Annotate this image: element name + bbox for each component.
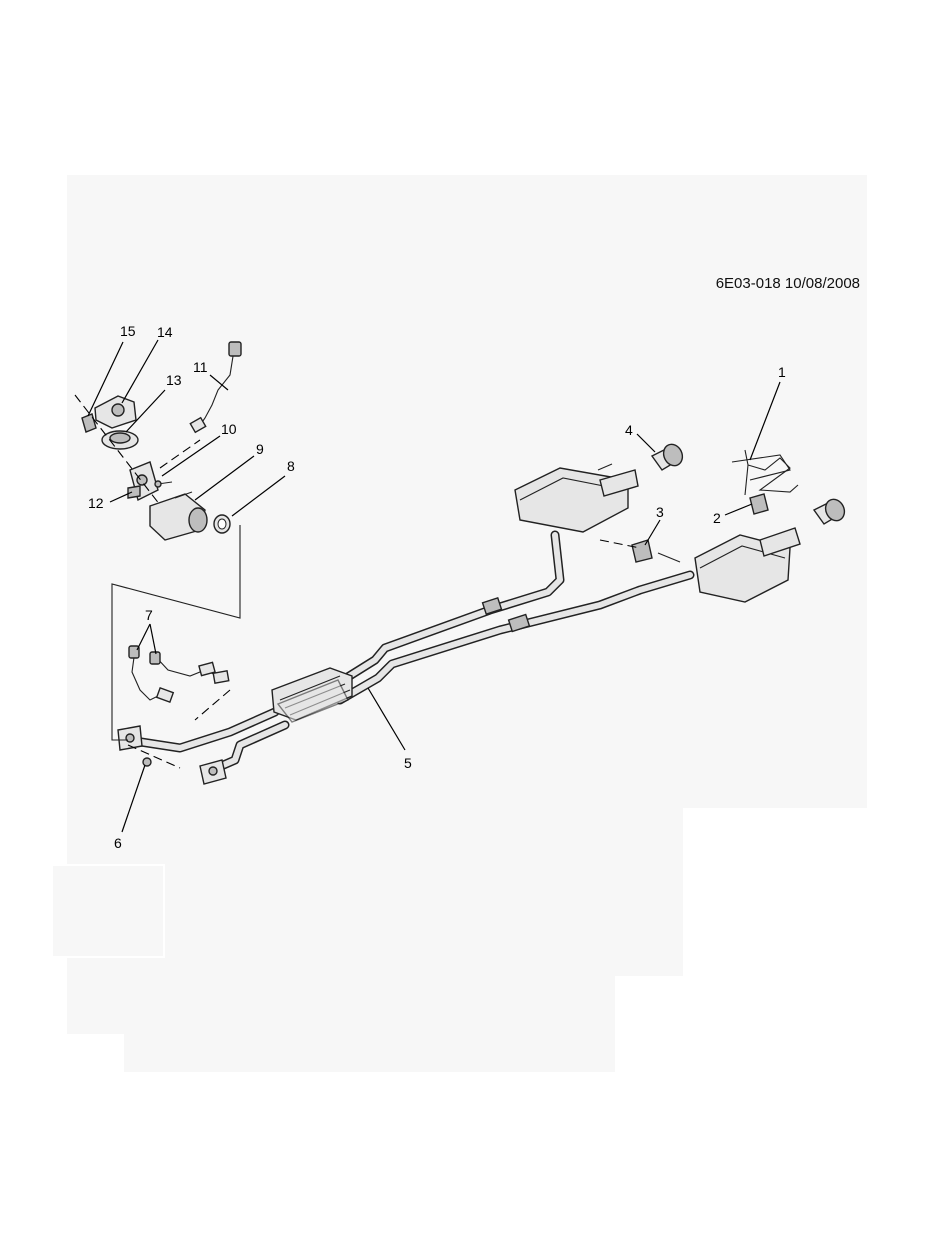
callout-labels: 1 2 3 4 5 6 7 8 9 10 11 12 13 14 15 [88, 323, 786, 851]
tail-pipe-tip-right [812, 498, 846, 525]
callout-7: 7 [145, 607, 153, 623]
tail-pipe-tip-left [650, 443, 684, 471]
muffler-left [514, 463, 639, 533]
callout-1: 1 [778, 364, 786, 380]
hanger-insulator [749, 493, 769, 515]
nut [142, 757, 152, 767]
callout-12: 12 [88, 495, 104, 511]
diagram-panel [67, 175, 867, 808]
oxygen-sensors [128, 645, 230, 703]
diagram-panel-lower-left [67, 808, 683, 864]
assembly-reference-lines [74, 394, 791, 769]
stud [154, 480, 173, 488]
callout-13: 13 [166, 372, 182, 388]
callout-9: 9 [256, 441, 264, 457]
muffler-right [694, 527, 801, 603]
callout-5: 5 [404, 755, 412, 771]
diagram-panel-block-c [67, 958, 615, 1034]
bolt-small [81, 413, 97, 433]
underbody-catalytic-converter [271, 667, 353, 723]
exhaust-pipe-assembly [123, 530, 695, 775]
callout-8: 8 [287, 458, 295, 474]
gasket [213, 514, 231, 534]
callout-15: 15 [120, 323, 136, 339]
callout-3: 3 [656, 504, 664, 520]
diagram-panel-block-b [165, 864, 683, 976]
bolt [127, 485, 141, 499]
front-flange-right [199, 759, 227, 785]
callout-6: 6 [114, 835, 122, 851]
oxygen-sensor-upstream [189, 341, 242, 434]
diagram-panel-block-a [53, 866, 163, 956]
document-reference: 6E03-018 10/08/2008 [715, 275, 860, 292]
callout-4: 4 [625, 422, 633, 438]
callout-11: 11 [193, 359, 208, 375]
seal [101, 430, 139, 450]
callout-leaders [87, 339, 781, 833]
callout-2: 2 [713, 510, 721, 526]
callout-10: 10 [221, 421, 237, 437]
diagram-panel-block-d [124, 1034, 615, 1072]
heat-shield [94, 395, 137, 429]
callout-14: 14 [157, 324, 173, 340]
hanger-insulator-left [631, 539, 681, 563]
catalytic-converter [149, 491, 208, 541]
